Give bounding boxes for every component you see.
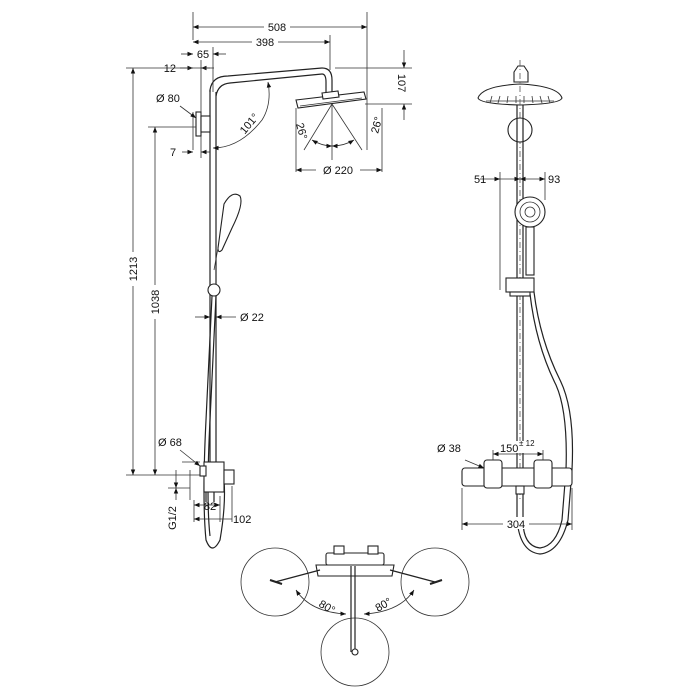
dim-304: 304 [507, 519, 525, 531]
dim-150: 150 [500, 443, 518, 455]
dim-tolerance: ± 12 [519, 439, 535, 448]
wall-bracket [192, 111, 211, 150]
dim-angle-101: 101° [238, 111, 262, 136]
dim-dia-80: Ø 80 [156, 93, 180, 105]
dim-angle-80-left: 80° [317, 598, 337, 617]
hand-shower [213, 193, 242, 271]
spray-cone [303, 103, 363, 160]
dim-7: 7 [170, 147, 176, 159]
dim-dia-22: Ø 22 [240, 312, 264, 324]
dim-65: 65 [197, 49, 209, 61]
front-view: 51 93 Ø 38 150 ± 12 304 [437, 60, 574, 555]
top-view: 80° 80° [240, 545, 470, 687]
dim-398: 398 [256, 37, 274, 49]
dim-102: 102 [233, 514, 251, 526]
slider-ball [207, 283, 221, 297]
dim-thread: G1/2 [167, 506, 179, 530]
dim-dia-38: Ø 38 [437, 443, 461, 455]
side-view: 508 398 65 12 107 Ø 80 7 101° [126, 12, 412, 549]
dim-1038: 1038 [150, 290, 162, 314]
dim-107: 107 [395, 74, 407, 92]
hand-shower-front [514, 196, 546, 276]
dim-angle-26-left: 26° [293, 122, 309, 141]
dim-1213: 1213 [128, 257, 140, 281]
head-shower-front [477, 65, 563, 106]
rotation-circle-right [400, 547, 470, 617]
slider [505, 277, 535, 293]
dim-82: 82 [204, 501, 216, 513]
dim-dia-220: Ø 220 [323, 165, 353, 177]
dim-508: 508 [268, 22, 286, 34]
dim-93: 93 [548, 174, 560, 186]
head-shower [295, 90, 367, 109]
dim-12: 12 [164, 63, 176, 75]
thermostat-front [461, 459, 573, 495]
dim-angle-80-right: 80° [374, 596, 394, 615]
rotation-circle-left [240, 547, 310, 617]
dim-angle-26-right: 26° [369, 116, 385, 135]
dim-51: 51 [474, 174, 486, 186]
thermostat-side [199, 461, 235, 502]
dim-dia-68: Ø 68 [158, 437, 182, 449]
